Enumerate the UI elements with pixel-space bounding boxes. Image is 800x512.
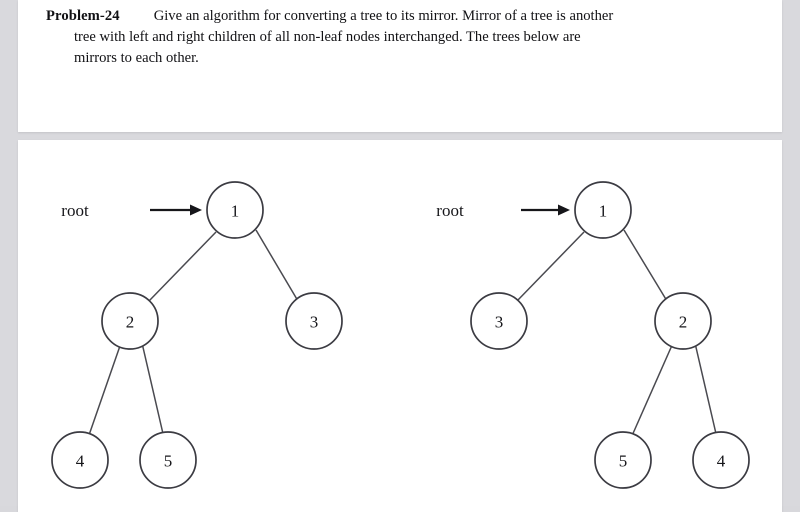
left-edge-2-4 [87,342,122,439]
left-edge-1-2 [148,231,217,302]
binary-tree-diagram: 1 2 3 4 5 root [51,181,750,489]
right-node-4: 4 [692,431,750,489]
problem-label: Problem-24 [46,8,120,24]
right-node-3: 3 [470,292,528,350]
left-node-1-label: 1 [231,202,240,221]
right-edge-2-4 [694,342,718,439]
left-node-2-label: 2 [126,313,135,332]
left-edge-1-3 [255,229,299,302]
tree-figure-card: 1 2 3 4 5 root [18,140,782,512]
left-node-4-label: 4 [76,452,85,471]
right-node-2-label: 2 [679,313,688,332]
left-node-5-label: 5 [164,452,173,471]
right-node-3-label: 3 [495,313,504,332]
left-node-5: 5 [139,431,197,489]
problem-text-line-2: tree with left and right children of all… [74,29,581,45]
right-root-arrow-icon [521,204,570,216]
problem-first-line: Problem-24 Give an algorithm for converti… [46,6,752,27]
right-edge-1-2 [623,229,668,302]
right-edge-1-3 [516,231,585,302]
problem-text-block: Problem-24 Give an algorithm for converti… [46,6,752,69]
right-node-5-label: 5 [619,452,628,471]
left-node-2: 2 [101,292,159,350]
left-root-label: root [61,201,89,220]
right-node-1: 1 [574,181,632,239]
right-node-2: 2 [654,292,712,350]
left-tree-group: 1 2 3 4 5 root [51,181,343,489]
left-node-3: 3 [285,292,343,350]
right-node-4-label: 4 [717,452,726,471]
right-edge-2-5 [630,342,674,439]
right-tree-group: 1 3 2 5 4 root [436,181,750,489]
right-root-label: root [436,201,464,220]
problem-text-line-3: mirrors to each other. [74,50,199,66]
problem-text-line-1: Give an algorithm for converting a tree … [153,8,614,24]
left-node-1: 1 [206,181,264,239]
right-node-1-label: 1 [599,202,608,221]
left-root-arrow-icon [150,204,202,216]
left-node-4: 4 [51,431,109,489]
left-edge-2-5 [141,342,165,439]
problem-statement-card: Problem-24 Give an algorithm for converti… [18,0,782,132]
right-node-5: 5 [594,431,652,489]
left-node-3-label: 3 [310,313,319,332]
